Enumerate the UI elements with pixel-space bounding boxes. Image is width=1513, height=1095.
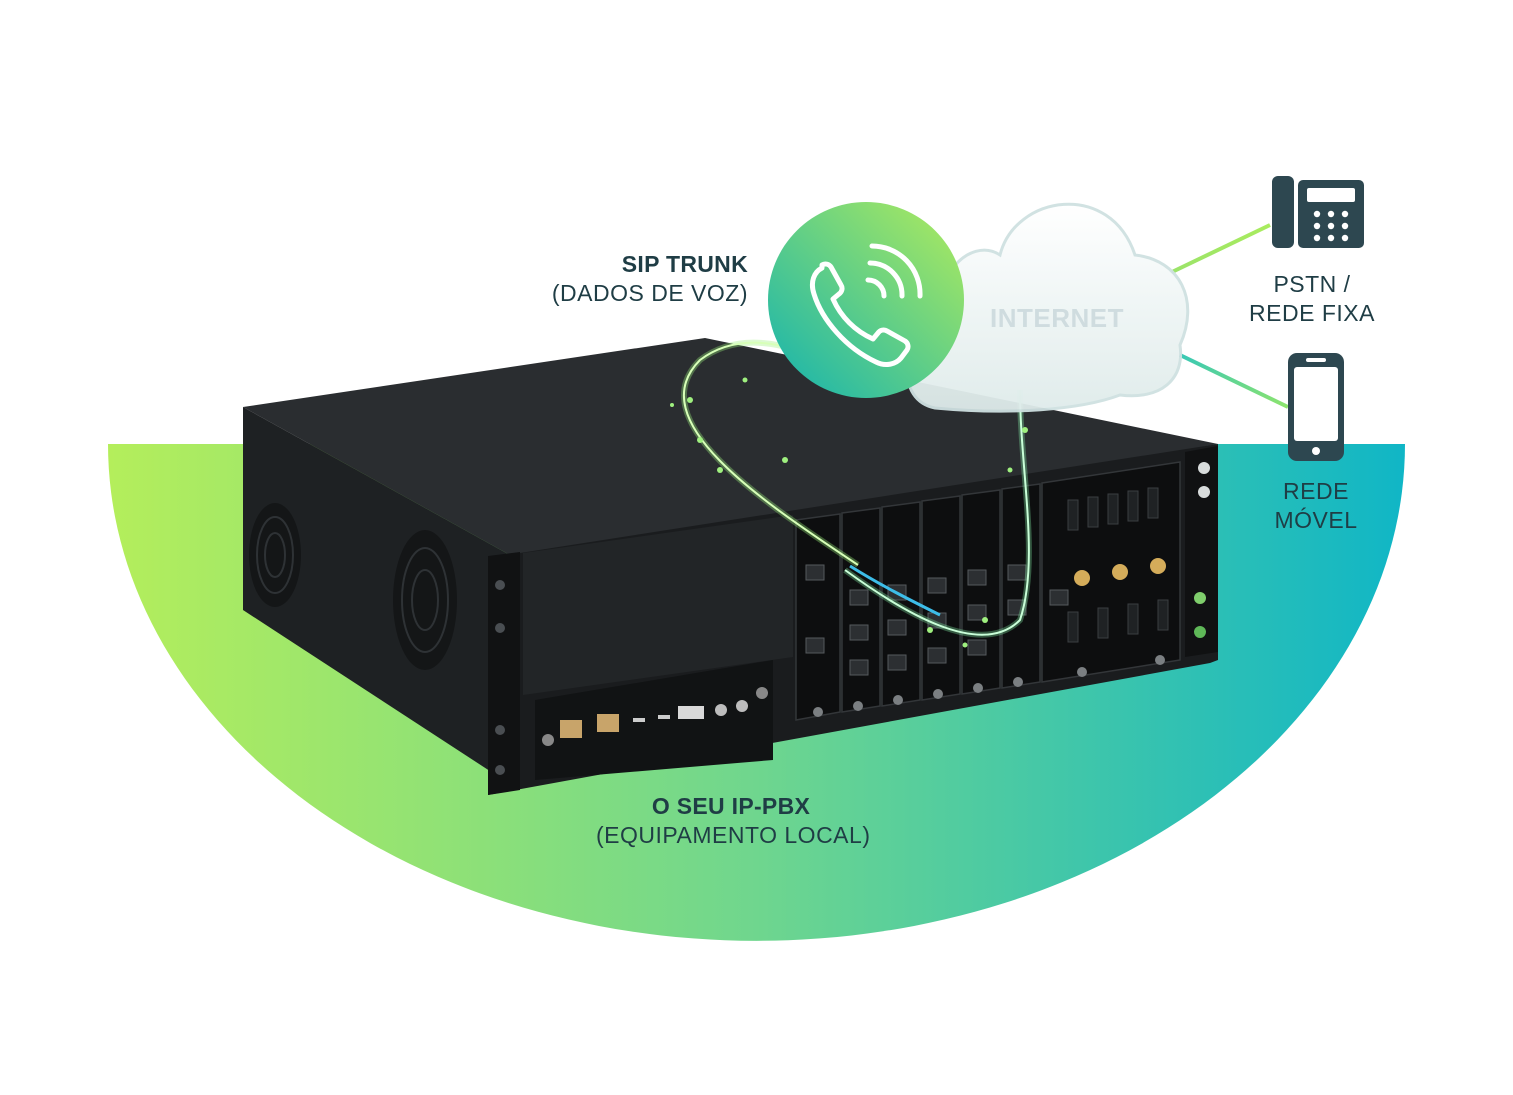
ip-pbx-subtitle: (EQUIPAMENTO LOCAL) <box>596 822 871 848</box>
ip-pbx-label: O SEU IP-PBX (EQUIPAMENTO LOCAL) <box>596 792 871 850</box>
sip-trunk-title: SIP TRUNK <box>621 251 748 277</box>
sip-trunk-label: SIP TRUNK (DADOS DE VOZ) <box>488 250 748 308</box>
phone-call-icon <box>768 202 964 398</box>
mobile-network-label: REDE MÓVEL <box>1256 477 1376 535</box>
pstn-line2: REDE FIXA <box>1249 300 1375 326</box>
mobile-line2: MÓVEL <box>1274 507 1358 533</box>
internet-label: INTERNET <box>990 303 1124 333</box>
connector-mobile <box>1179 353 1289 409</box>
pstn-label: PSTN / REDE FIXA <box>1242 270 1382 328</box>
data-flow-glow <box>670 339 1032 648</box>
smartphone-icon <box>1288 353 1344 461</box>
mobile-line1: REDE <box>1283 478 1349 504</box>
connector-pstn <box>1171 223 1271 274</box>
desk-phone-icon <box>1272 176 1364 248</box>
sip-trunk-subtitle: (DADOS DE VOZ) <box>551 280 748 306</box>
ip-pbx-title: O SEU IP-PBX <box>651 793 811 819</box>
ip-pbx-device <box>243 338 1218 795</box>
pstn-line1: PSTN / <box>1273 271 1351 297</box>
